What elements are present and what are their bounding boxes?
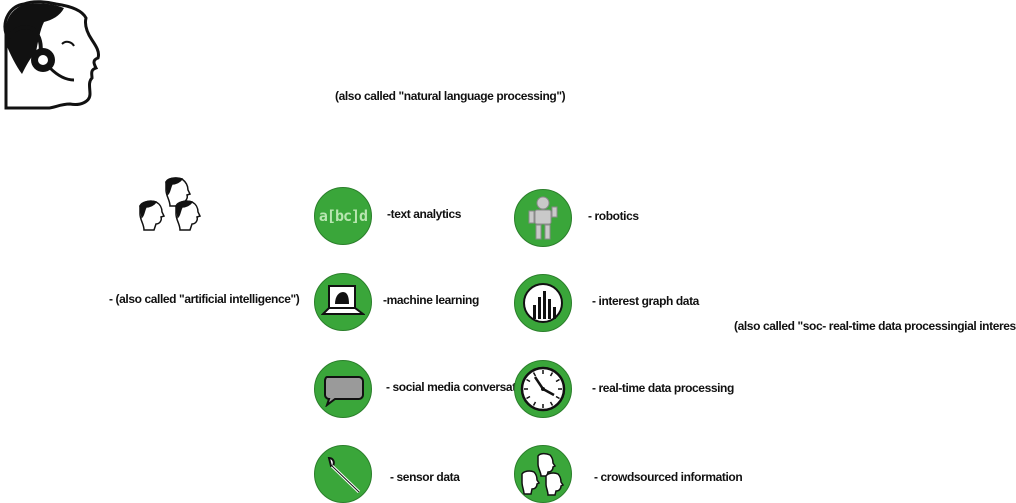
robot-icon — [514, 189, 572, 247]
crowd-icon — [514, 445, 572, 503]
headset-person-icon — [0, 0, 105, 112]
feature-label-robotics: - robotics — [588, 209, 639, 223]
bar-graph-icon — [514, 274, 572, 332]
feature-label-crowdsourced: - crowdsourced information — [594, 470, 743, 484]
feature-label-machine-learning: -machine learning — [383, 293, 479, 307]
clock-icon — [514, 360, 572, 418]
laptop-icon — [314, 273, 372, 331]
feature-label-interest-graph: - interest graph data — [592, 294, 699, 308]
nlp-note: (also called "natural language processin… — [335, 89, 566, 103]
feature-label-social-media: - social media conversation — [386, 380, 533, 394]
feature-label-sensor-data: - sensor data — [390, 470, 460, 484]
ai-note: - (also called "artificial intelligence"… — [109, 292, 300, 306]
abc-glyph: a[bc]d — [318, 207, 368, 225]
speech-bubble-icon — [314, 360, 372, 418]
social-interests-note: (also called "soc- real-time data proces… — [734, 319, 1016, 333]
feature-label-text-analytics: -text analytics — [387, 207, 462, 221]
text-analytics-icon: a[bc]d — [314, 187, 372, 245]
feature-label-real-time: - real-time data processing — [592, 381, 734, 395]
sensor-wand-icon — [314, 445, 372, 503]
group-heads-icon — [136, 176, 202, 232]
